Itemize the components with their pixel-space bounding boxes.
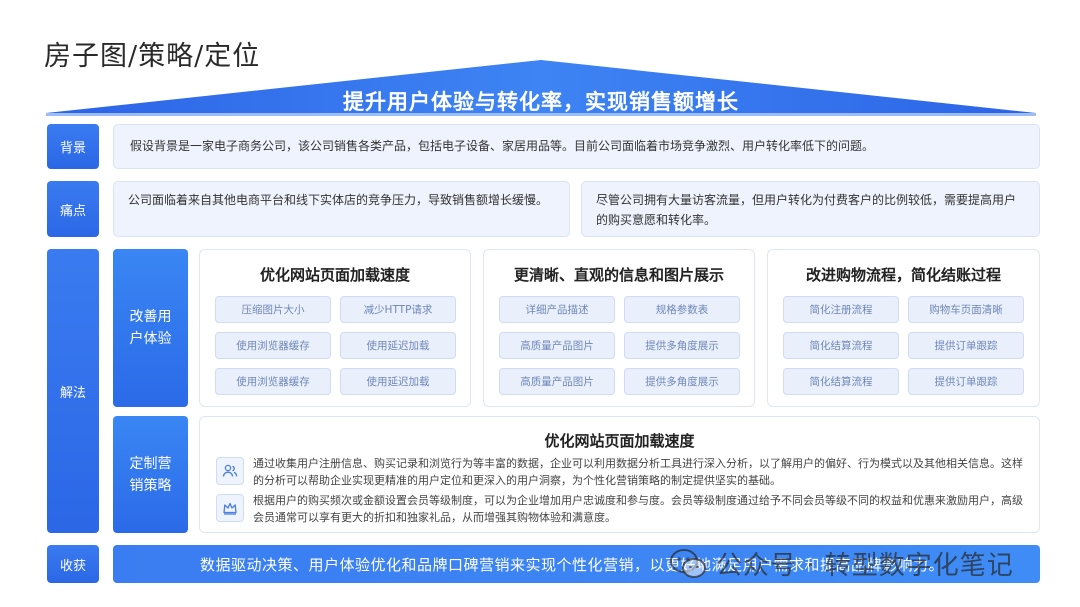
marketing-item: 根据用户的购买频次或金额设置会员等级制度，可以为企业增加用户忠诚度和参与度。会员… — [216, 492, 1023, 526]
card-title: 改进购物流程，简化结账过程 — [805, 266, 1001, 284]
chip: 使用延迟加载 — [340, 368, 456, 395]
chip: 详细产品描述 — [499, 296, 615, 323]
row-label-background: 背景 — [47, 124, 99, 169]
page-title: 房子图/策略/定位 — [44, 41, 261, 72]
chip: 提供订单跟踪 — [908, 332, 1024, 359]
marketing-title: 优化网站页面加载速度 — [544, 432, 695, 450]
marketing-item-text: 根据用户的购买频次或金额设置会员等级制度，可以为企业增加用户忠诚度和参与度。会员… — [253, 494, 1023, 524]
chip: 简化注册流程 — [783, 296, 899, 323]
row-label-text: 痛点 — [59, 203, 86, 219]
chip: 使用延迟加载 — [340, 332, 456, 359]
pain-point-right: 尽管公司拥有大量访客流量，但用户转化为付费客户的比例较低，需要提高用户的购买意愿… — [581, 181, 1040, 237]
chip: 简化结算流程 — [783, 332, 899, 359]
improve-ux-label: 改善用户体验 — [113, 249, 188, 407]
chip: 使用浏览器缓存 — [215, 332, 331, 359]
marketing-card: 优化网站页面加载速度 通过收集用户注册信息、购买记录和浏览行为等丰富的数据，企业… — [199, 416, 1040, 533]
row-label-harvest: 收获 — [47, 545, 99, 583]
chip: 使用浏览器缓存 — [215, 368, 331, 395]
card-title: 更清晰、直观的信息和图片展示 — [513, 266, 724, 284]
marketing-label: 定制营销策略 — [113, 416, 188, 533]
watermark-text: 公众号 · 转型数字化笔记 — [716, 551, 1014, 581]
roof-banner — [46, 60, 1036, 116]
chip: 规格参数表 — [624, 296, 740, 323]
card-title: 优化网站页面加载速度 — [259, 266, 410, 284]
chip: 提供多角度展示 — [624, 332, 740, 359]
chip: 提供订单跟踪 — [908, 368, 1024, 395]
background-panel: 假设背景是一家电子商务公司，该公司销售各类产品，包括电子设备、家居用品等。目前公… — [113, 124, 1040, 169]
row-label-solution: 解法 — [47, 249, 99, 533]
marketing-label-text: 定制营销策略 — [129, 455, 172, 494]
chip: 减少HTTP请求 — [340, 296, 456, 323]
row-label-text: 解法 — [59, 385, 86, 401]
pain-point-right-text: 尽管公司拥有大量访客流量，但用户转化为付费客户的比例较低，需要提高用户的购买意愿… — [596, 193, 1017, 227]
ux-card-info-display: 更清晰、直观的信息和图片展示 详细产品描述 规格参数表 高质量产品图片 提供多角… — [483, 249, 755, 407]
chip: 简化结算流程 — [783, 368, 899, 395]
harvest-bar: 数据驱动决策、用户体验优化和品牌口碑营销来实现个性化营销，以更好地满足用户需求和… — [113, 545, 1040, 583]
harvest-text: 数据驱动决策、用户体验优化和品牌口碑营销来实现个性化营销，以更好地满足用户需求和… — [200, 555, 945, 574]
row-label-pain-points: 痛点 — [47, 181, 99, 237]
chip: 高质量产品图片 — [499, 368, 615, 395]
roof-headline: 提升用户体验与转化率，实现销售额增长 — [343, 90, 739, 114]
row-label-text: 收获 — [59, 558, 86, 574]
pain-point-left: 公司面临着来自其他电商平台和线下实体店的竞争压力，导致销售额增长缓慢。 — [113, 181, 570, 237]
marketing-item: 通过收集用户注册信息、购买记录和浏览行为等丰富的数据，企业可以利用数据分析工具进… — [216, 455, 1023, 489]
crown-icon — [216, 494, 244, 522]
wechat-icon — [670, 548, 706, 578]
row-label-text: 背景 — [59, 141, 86, 156]
chip: 压缩图片大小 — [215, 296, 331, 323]
watermark: 公众号 · 转型数字化笔记 — [668, 545, 1014, 582]
improve-ux-label-text: 改善用户体验 — [129, 309, 172, 347]
marketing-item-text: 通过收集用户注册信息、购买记录和浏览行为等丰富的数据，企业可以利用数据分析工具进… — [253, 457, 1023, 487]
ux-card-checkout: 改进购物流程，简化结账过程 简化注册流程 购物车页面清晰 简化结算流程 提供订单… — [767, 249, 1040, 407]
pain-point-left-text: 公司面临着来自其他电商平台和线下实体店的竞争压力，导致销售额增长缓慢。 — [128, 193, 549, 207]
background-text: 假设背景是一家电子商务公司，该公司销售各类产品，包括电子设备、家居用品等。目前公… — [130, 139, 875, 153]
chip: 高质量产品图片 — [499, 332, 615, 359]
users-icon — [216, 457, 244, 485]
chip: 提供多角度展示 — [624, 368, 740, 395]
ux-card-page-speed: 优化网站页面加载速度 压缩图片大小 减少HTTP请求 使用浏览器缓存 使用延迟加… — [199, 249, 471, 407]
chip: 购物车页面清晰 — [908, 296, 1024, 323]
